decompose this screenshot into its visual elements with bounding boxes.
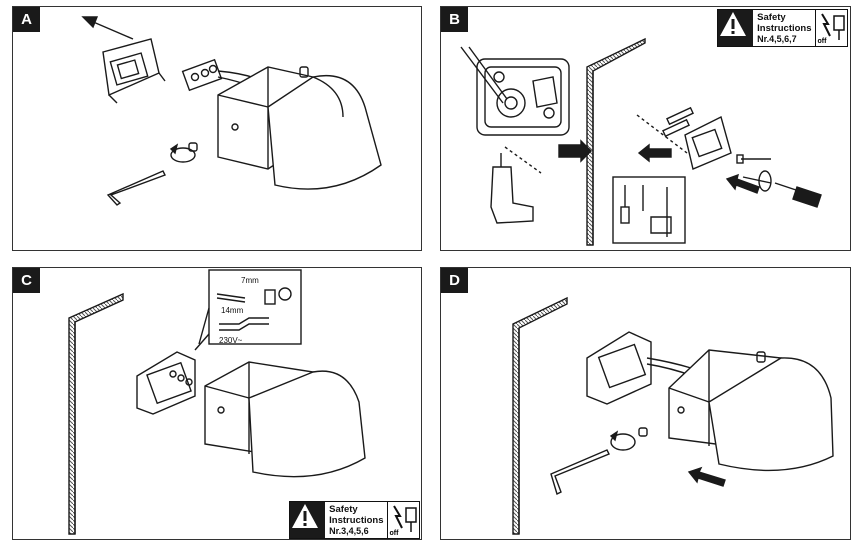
warning-triangle-icon (718, 10, 754, 46)
off-label: off (817, 38, 827, 45)
panel-a-label: A (13, 7, 40, 32)
panel-a: A (12, 6, 422, 251)
safety-numbers: Nr.3,4,5,6 (329, 526, 369, 536)
panel-b-label: B (441, 7, 468, 32)
panel-b-illustration (460, 37, 822, 246)
safety-title-1: Safety (329, 504, 358, 515)
panel-c-label: C (13, 268, 40, 293)
panel-d-label: D (441, 268, 468, 293)
panel-b: B Safety Instructions Nr.4,5,6,7 off (440, 6, 851, 251)
safety-numbers: Nr.4,5,6,7 (757, 34, 797, 44)
voltage-label: 230V~ (219, 336, 243, 345)
panel-a-illustration (81, 16, 382, 206)
panel-c: C Safety Instructions Nr.3,4,5,6 off 7mm… (12, 267, 422, 540)
strip-length-7mm: 7mm (241, 276, 259, 285)
panel-d-illustration (512, 296, 834, 535)
panel-d: D (440, 267, 851, 540)
safety-title-1: Safety (757, 12, 786, 23)
safety-instructions-b: Safety Instructions Nr.4,5,6,7 off (717, 9, 848, 47)
panel-c-illustration (68, 269, 366, 535)
strip-length-14mm: 14mm (221, 306, 244, 315)
safety-instructions-c: Safety Instructions Nr.3,4,5,6 off (289, 501, 420, 539)
safety-title-2: Instructions (329, 515, 384, 526)
warning-triangle-icon (290, 502, 326, 538)
safety-title-2: Instructions (757, 23, 812, 34)
power-off-icon: off (388, 502, 419, 538)
power-off-icon: off (816, 10, 847, 46)
off-label: off (389, 530, 399, 537)
